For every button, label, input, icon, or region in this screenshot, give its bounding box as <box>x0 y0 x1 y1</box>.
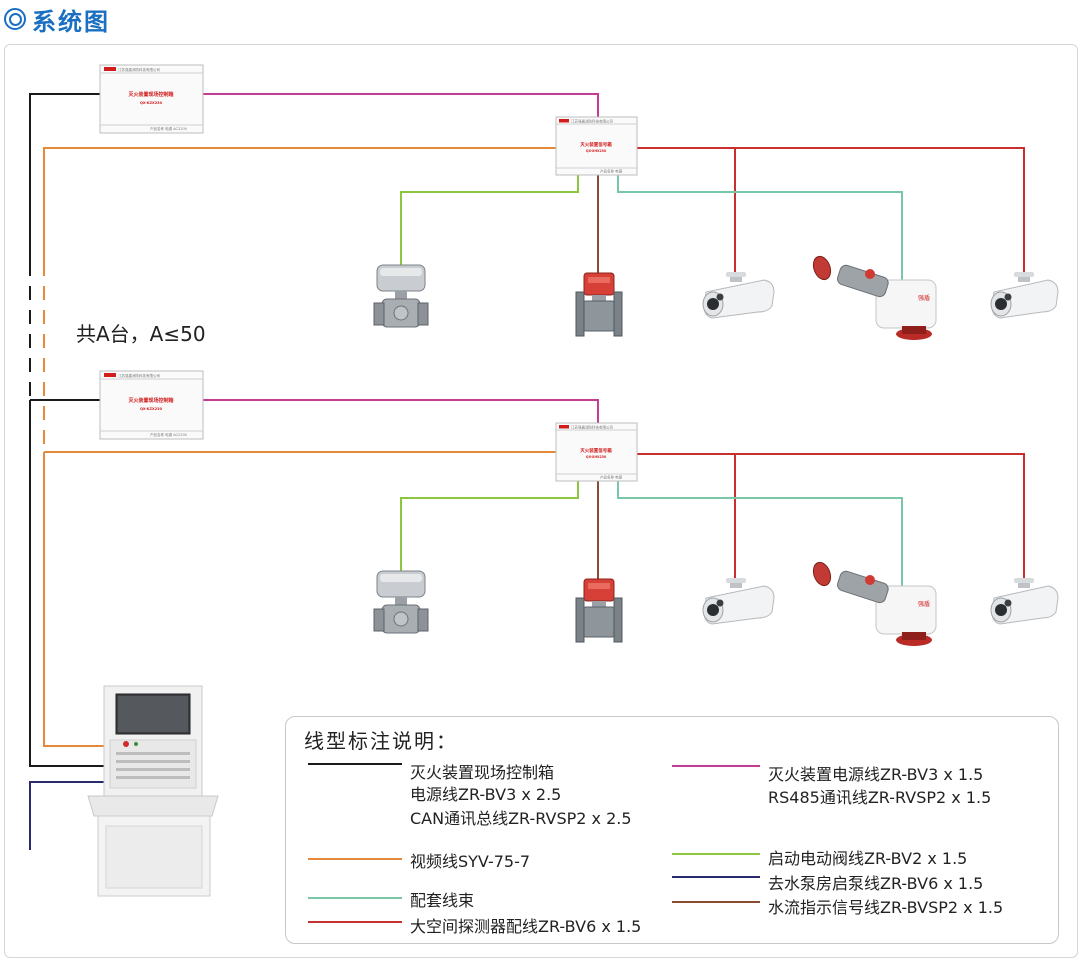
device-count-label: 共A台，A≤50 <box>76 322 206 346</box>
legend-text-harness: 配套线束 <box>410 891 475 910</box>
legend-line-teal <box>308 897 402 899</box>
pump-start-line <box>29 781 104 850</box>
legend-text-flow-signal: 水流指示信号线ZR-BVSP2 x 1.5 <box>768 898 1004 917</box>
legend-text-video: 视频线SYV-75-7 <box>410 852 531 871</box>
legend-text-power-line: 电源线ZR-BV3 x 2.5 <box>410 785 562 804</box>
legend-line-red <box>308 921 402 923</box>
legend-text-rs485: RS485通讯线ZR-RVSP2 x 1.5 <box>768 788 992 807</box>
legend-text-detector: 大空间探测器配线ZR-BV6 x 1.5 <box>410 917 642 936</box>
legend-line-black <box>308 763 402 765</box>
legend-line-green <box>672 853 760 855</box>
page-title: 系统图 <box>4 2 110 36</box>
legend-line-brown <box>672 901 760 903</box>
legend-text-valve: 启动电动阀线ZR-BV2 x 1.5 <box>768 849 968 868</box>
diagram-frame <box>4 44 1078 958</box>
legend-line-navy <box>672 876 760 878</box>
legend-line-magenta <box>672 765 760 767</box>
control-bus-line <box>29 93 100 262</box>
device-group-1 <box>99 64 1059 341</box>
control-bus-line-lower <box>29 400 104 767</box>
legend-text-control-box: 灭火装置现场控制箱 <box>410 763 555 782</box>
legend-text-pump: 去水泵房启泵线ZR-BV6 x 1.5 <box>768 874 984 893</box>
line-type-legend: 线型标注说明： 灭火装置现场控制箱 电源线ZR-BV3 x 2.5 CAN通讯总… <box>285 716 1059 944</box>
legend-text-can-bus: CAN通讯总线ZR-RVSP2 x 2.5 <box>410 809 632 828</box>
legend-line-orange <box>308 858 402 860</box>
video-line <box>43 147 556 262</box>
ring-bullet-icon <box>4 8 26 30</box>
title-text: 系统图 <box>32 7 110 36</box>
legend-text-device-power: 灭火装置电源线ZR-BV3 x 1.5 <box>768 765 984 784</box>
legend-title: 线型标注说明： <box>304 729 458 753</box>
control-console-icon <box>87 685 219 897</box>
device-group-2 <box>99 370 1059 647</box>
video-line-lower <box>43 452 104 747</box>
